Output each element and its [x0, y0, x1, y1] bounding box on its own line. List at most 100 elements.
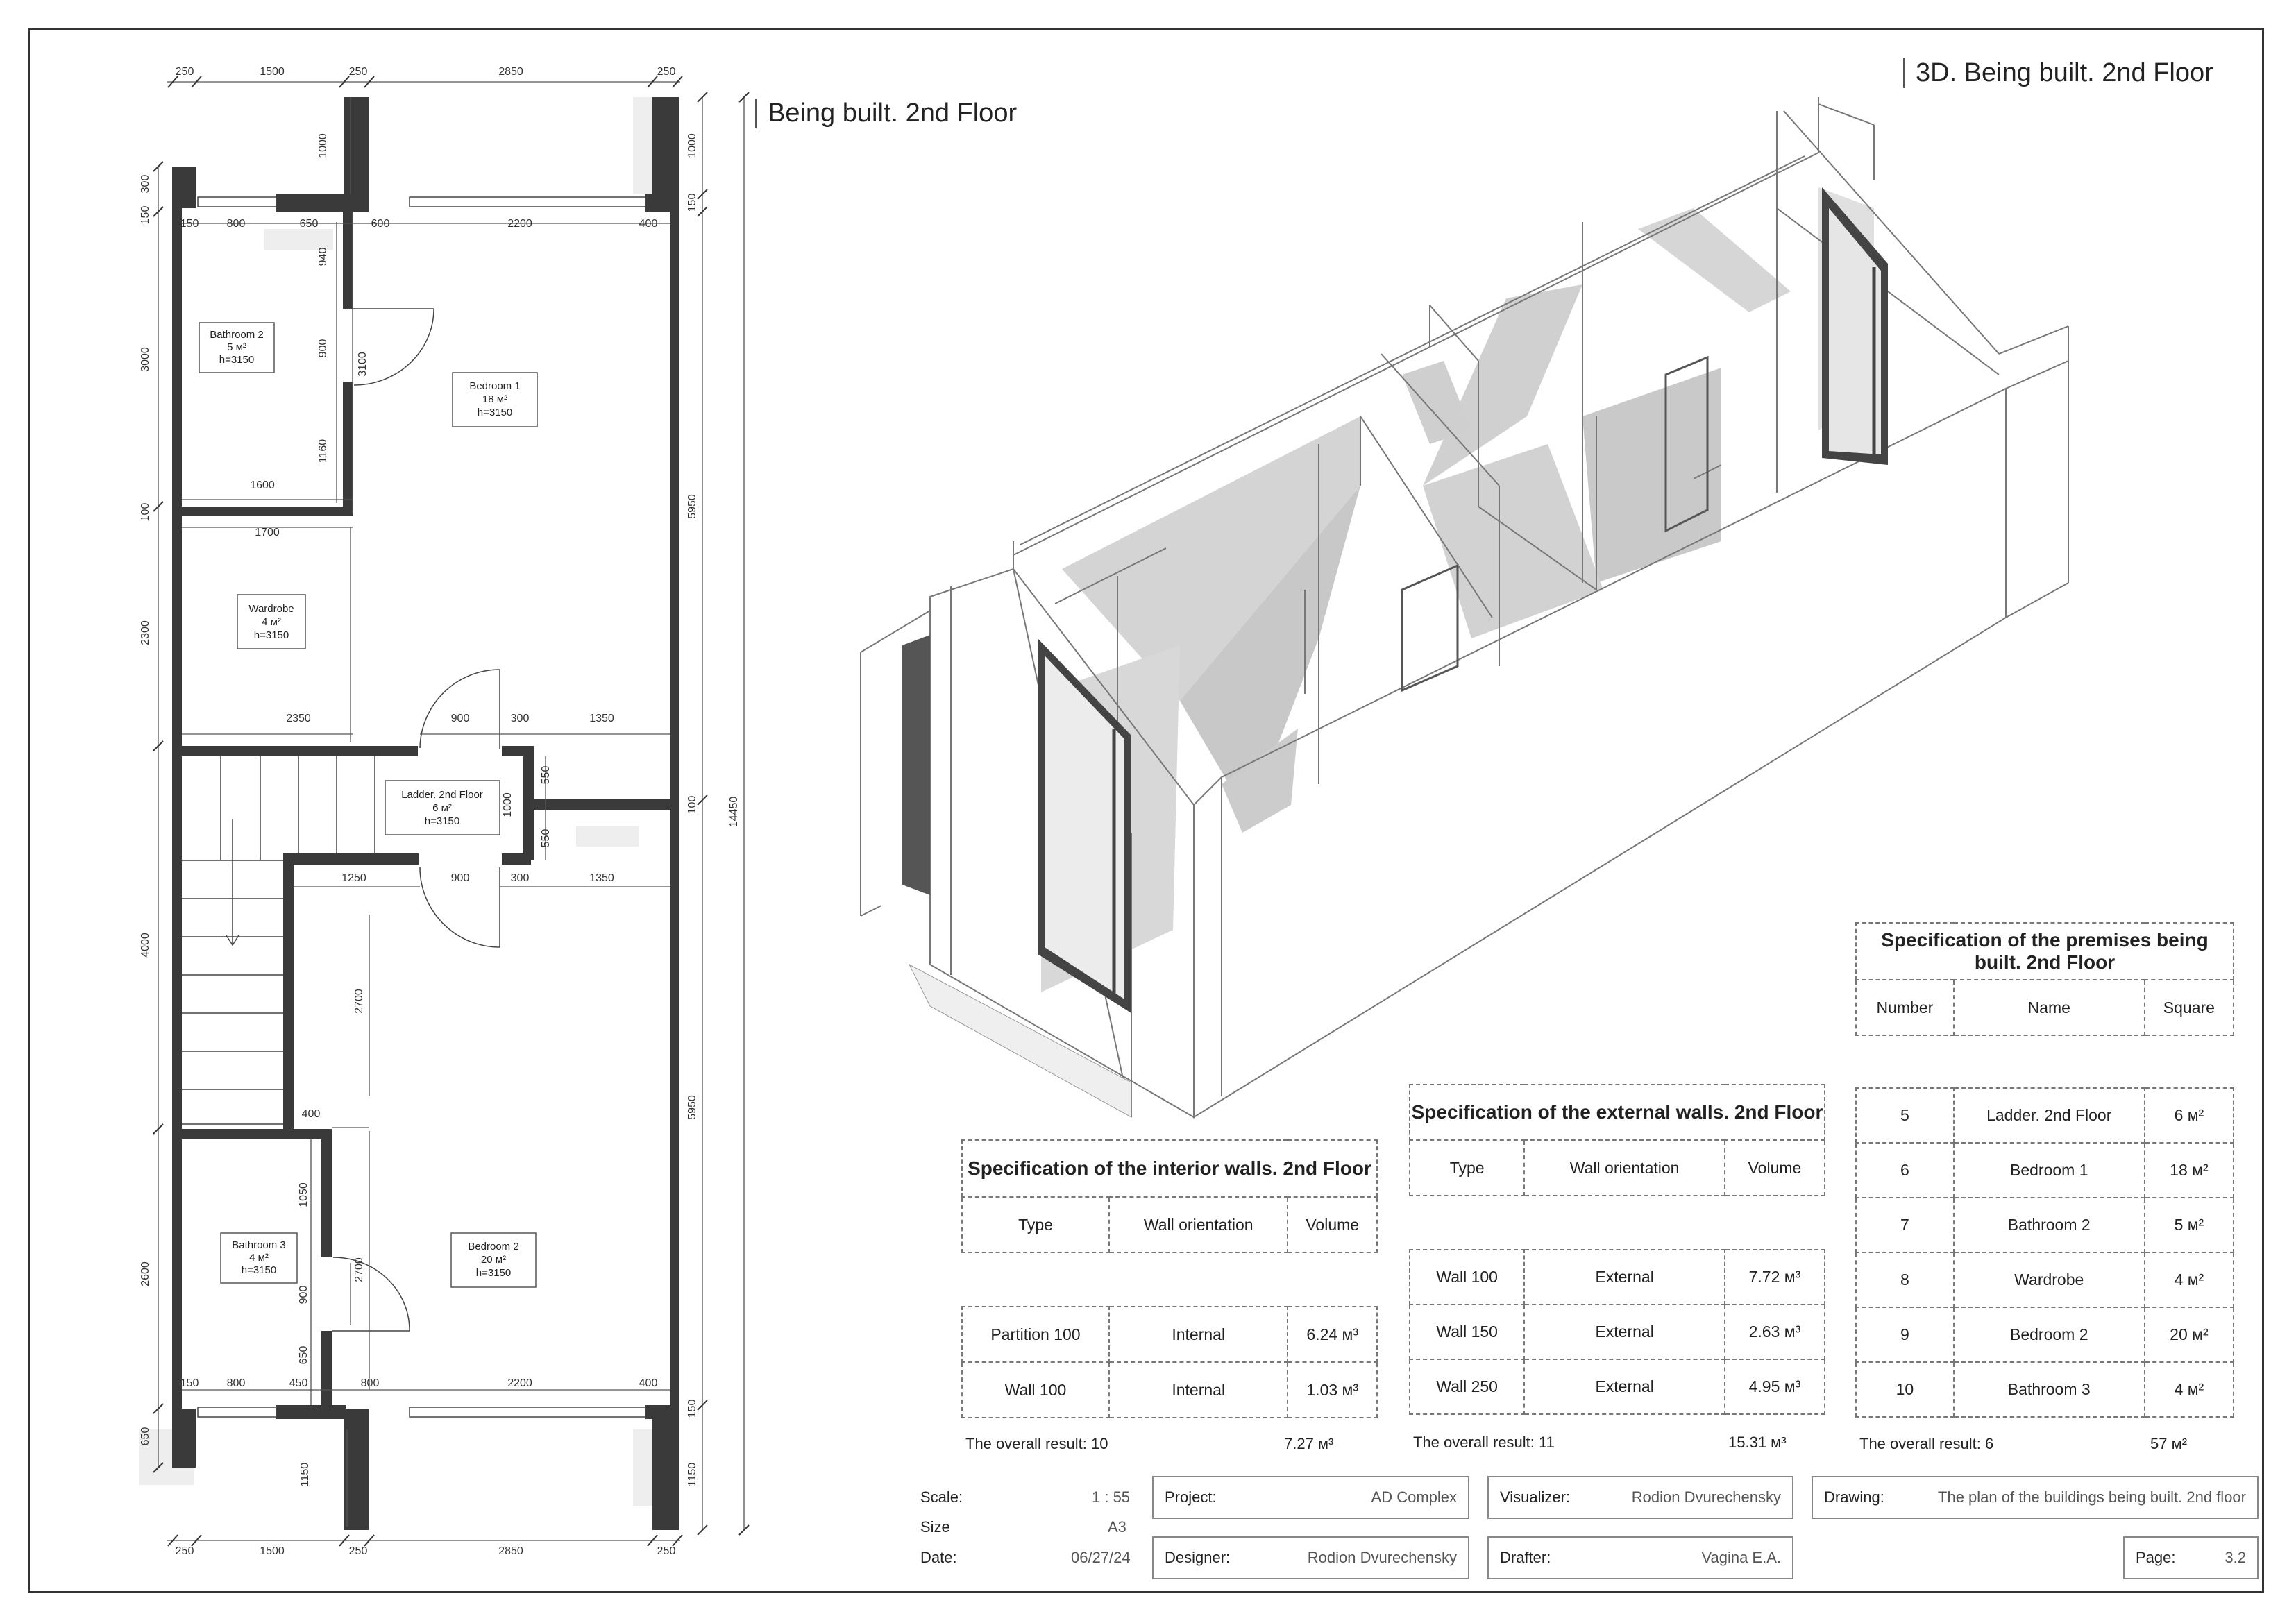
dim-label: 100 [686, 796, 698, 815]
iso-edges [860, 97, 2069, 1119]
plan-title: Being built. 2nd Floor [755, 99, 1017, 128]
dim-label: 800 [227, 218, 246, 230]
table-cell: 10 [1855, 1361, 1955, 1418]
project-value: AD Complex [1371, 1488, 1457, 1506]
dim-label: 5950 [686, 1095, 698, 1120]
table-cell: Internal [1108, 1306, 1289, 1363]
table-row: Wall 100 Internal 1.03 м³ [961, 1361, 1378, 1418]
table-row: Wall 100 External 7.72 м³ [1408, 1249, 1826, 1305]
dim-label: 250 [176, 1545, 194, 1557]
table-cell: External [1523, 1249, 1725, 1305]
project-field: Project: AD Complex [1152, 1476, 1469, 1519]
dim-label: 900 [317, 339, 329, 358]
dim-label: 250 [176, 66, 194, 78]
scale-value: 1 : 55 [1092, 1488, 1131, 1506]
table-cell: Internal [1108, 1361, 1289, 1418]
dim-label: 2200 [507, 1377, 532, 1389]
dim-label: 2700 [353, 1257, 365, 1282]
table-title: Specification of the interior walls. 2nd… [961, 1139, 1378, 1198]
dim-label: 400 [302, 1108, 321, 1120]
room-height: h=3150 [425, 815, 459, 827]
dim-label: 1500 [260, 1545, 285, 1557]
table-cell: 8 [1855, 1252, 1955, 1308]
dim-label: 250 [657, 1545, 676, 1557]
table-cell: Bathroom 2 [1952, 1197, 2145, 1253]
scale-label: Scale: [920, 1488, 963, 1506]
table-cell: 18 м² [2143, 1142, 2235, 1198]
room-height: h=3150 [254, 629, 289, 641]
date-label: Date: [920, 1549, 957, 1566]
table-cell: 6 [1855, 1142, 1955, 1198]
iso-doors [1401, 355, 1709, 692]
designer-value: Rodion Dvurechensky [1307, 1549, 1457, 1566]
table-cell: Wall 100 [1408, 1249, 1526, 1305]
table-row: 9 Bedroom 2 20 м² [1855, 1307, 2235, 1363]
table-header: Wall orientation [1108, 1196, 1289, 1253]
room-name: Ladder. 2nd Floor [401, 789, 483, 801]
dim-label: 650 [140, 1427, 151, 1446]
dim-label: 2350 [286, 713, 311, 724]
drawing-frame [28, 28, 2264, 1593]
visualizer-value: Rodion Dvurechensky [1631, 1488, 1781, 1506]
table-cell: 7.72 м³ [1723, 1249, 1826, 1305]
external-total-label: The overall result: 11 [1413, 1434, 1555, 1451]
dim-label: 900 [451, 713, 470, 724]
table-cell: Bedroom 2 [1952, 1307, 2145, 1363]
dim-label: 800 [227, 1377, 246, 1389]
dim-label: 250 [349, 1545, 368, 1557]
room-area: 4 м² [249, 1252, 269, 1264]
room-name: Bathroom 2 [210, 329, 264, 341]
dim-label: 3000 [140, 347, 151, 372]
table-cell: Wall 150 [1408, 1304, 1526, 1360]
table-cell: 5 м² [2143, 1197, 2235, 1253]
designer-field: Designer: Rodion Dvurechensky [1152, 1536, 1469, 1579]
table-cell: 5 [1855, 1087, 1955, 1144]
table-cell: 2.63 м³ [1723, 1304, 1826, 1360]
table-header: Type [961, 1196, 1110, 1253]
dim-label: 1000 [686, 133, 698, 158]
size-value: A3 [1108, 1518, 1126, 1536]
dim-label: 250 [349, 66, 368, 78]
table-cell: 4 м² [2143, 1252, 2235, 1308]
dim-label: 100 [140, 503, 151, 522]
table-header: Name [1952, 979, 2145, 1036]
dim-label: 5950 [686, 494, 698, 519]
dim-label: 2850 [498, 1545, 523, 1557]
room-area: 20 м² [481, 1254, 506, 1266]
table-cell: 6.24 м³ [1287, 1306, 1378, 1363]
dim-label: 1600 [250, 479, 275, 491]
room-area: 4 м² [262, 616, 281, 628]
dim-label: 150 [180, 1377, 199, 1389]
drafter-label: Drafter: [1500, 1549, 1551, 1566]
drafter-value: Vagina E.A. [1701, 1549, 1781, 1566]
room-name: Bathroom 3 [232, 1239, 286, 1251]
dim-label: 650 [300, 218, 319, 230]
table-title: Specification of the external walls. 2nd… [1409, 1084, 1825, 1141]
dim-label: 150 [686, 1400, 698, 1418]
table-cell: Partition 100 [961, 1306, 1110, 1363]
dim-label: 1050 [298, 1182, 310, 1207]
dim-label: 1000 [317, 133, 329, 158]
page-field: Page: 3.2 [2123, 1536, 2259, 1579]
dim-label: 1150 [686, 1463, 698, 1487]
iso-windows [902, 187, 1888, 1118]
dim-label: 150 [686, 194, 698, 212]
interior-walls-table: Specification of the interior walls. 2nd… [961, 1139, 1378, 1418]
table-cell: 6 м² [2143, 1087, 2235, 1144]
dim-label: 940 [317, 248, 329, 266]
dim-label: 2700 [353, 989, 365, 1014]
premises-table: Specification of the premises being buil… [1855, 922, 2235, 1418]
dim-label: 600 [371, 218, 390, 230]
dim-label: 1250 [341, 872, 366, 884]
dim-label: 4000 [140, 933, 151, 958]
table-cell: 4.95 м³ [1723, 1359, 1826, 1415]
date-value: 06/27/24 [1071, 1549, 1131, 1566]
room-height: h=3150 [242, 1264, 276, 1276]
table-row: Wall 150 External 2.63 м³ [1408, 1304, 1826, 1360]
premises-total-value: 57 м² [2150, 1435, 2188, 1452]
room-area: 6 м² [432, 802, 452, 814]
drawing-value: The plan of the buildings being built. 2… [1938, 1488, 2246, 1506]
table-row: 5 Ladder. 2nd Floor 6 м² [1855, 1087, 2235, 1144]
table-row: 10 Bathroom 3 4 м² [1855, 1361, 2235, 1418]
